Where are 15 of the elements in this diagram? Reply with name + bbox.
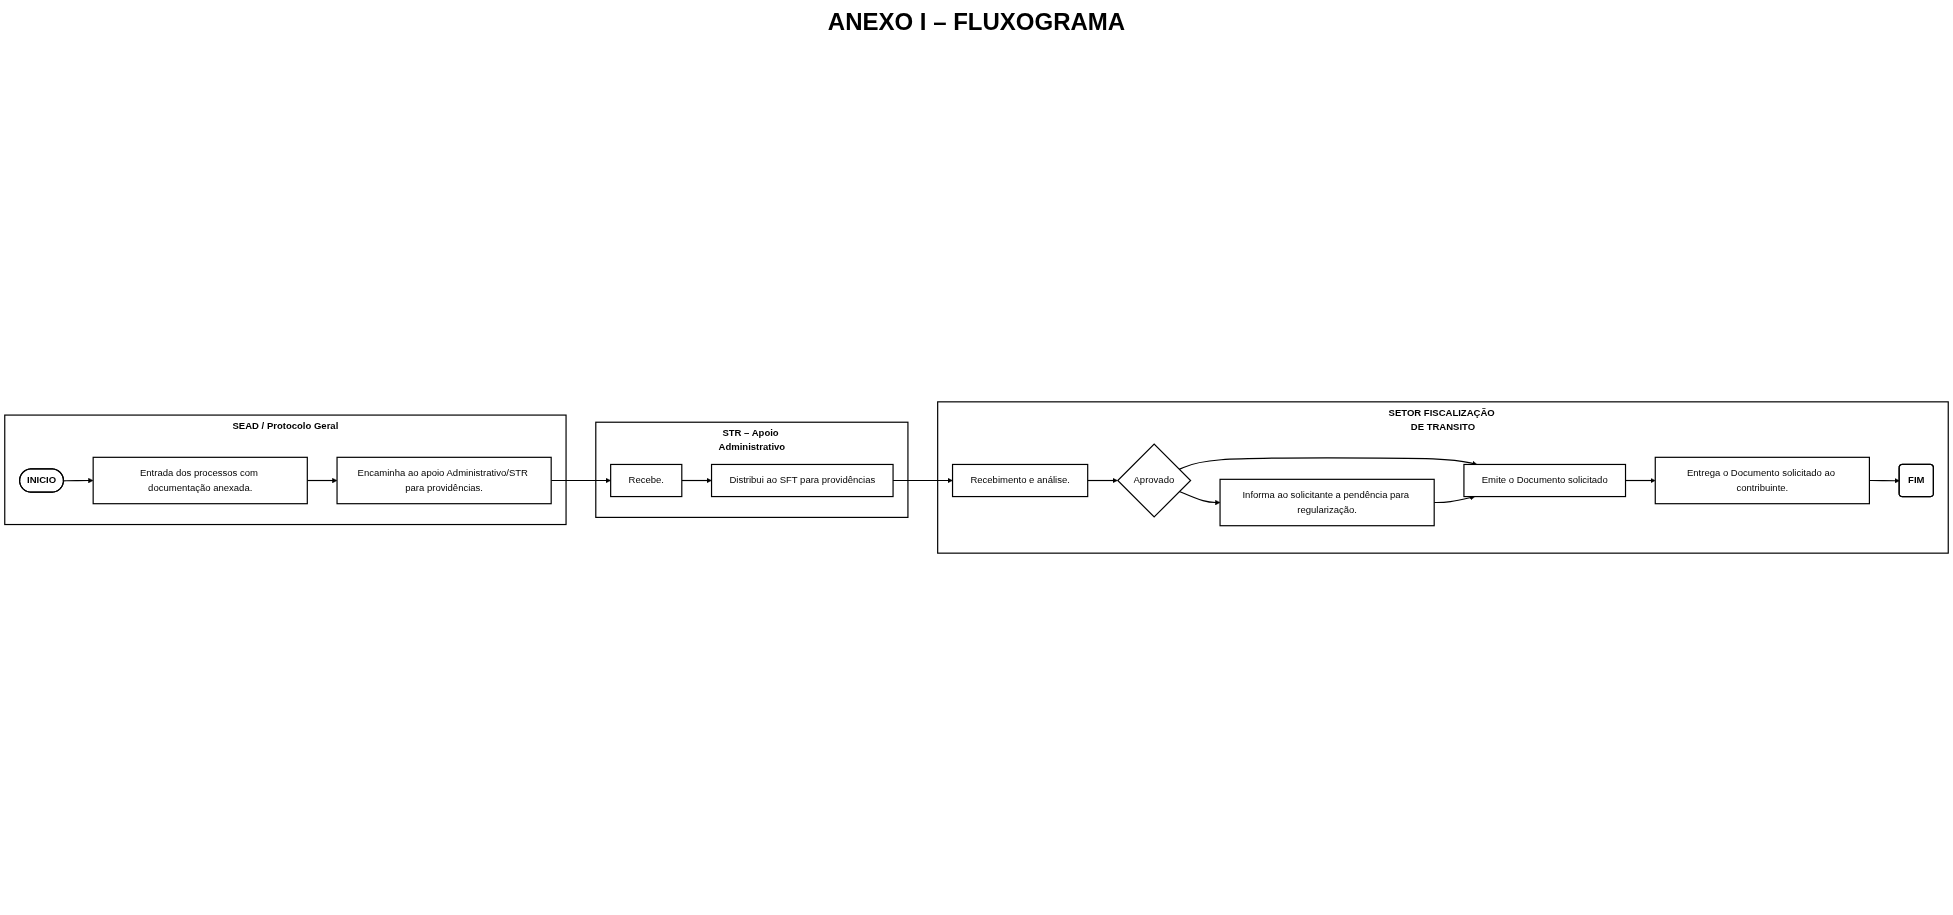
node-box: Entrada dos processos com documentação anexada. xyxy=(92,456,308,505)
node-box: Encaminha ao apoio Administrativo/STR para providências. xyxy=(336,456,552,505)
arrow xyxy=(1178,490,1221,506)
diagram-title: ANEXO I – FLUXOGRAMA xyxy=(827,8,1126,36)
arrow xyxy=(681,477,712,484)
arrow xyxy=(1087,477,1118,484)
node-box: Recebimento e análise. xyxy=(951,463,1089,498)
node-box: Informa ao solicitante a pendência para regularização. xyxy=(1219,478,1435,527)
node-box: Emite o Documento solicitado xyxy=(1463,463,1627,498)
node-box: Recebe. xyxy=(610,463,683,498)
node-box: Entrega o Documento solicitado ao contribuinte. xyxy=(1654,456,1870,505)
node-box: Distribui ao SFT para providências xyxy=(710,463,894,498)
arrow xyxy=(63,477,94,484)
node-diamond: Aprovado xyxy=(1116,443,1192,518)
arrow xyxy=(1178,457,1478,470)
